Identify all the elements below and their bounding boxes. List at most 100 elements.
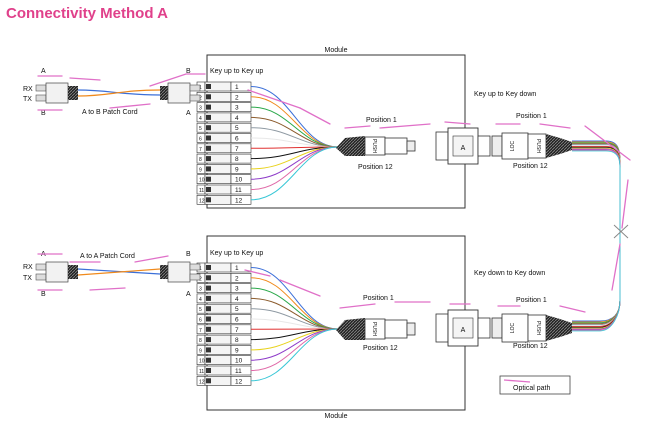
top-right-push-label: PUSH bbox=[535, 139, 541, 153]
top-fiber-fanout bbox=[250, 86, 339, 201]
top-port-latch bbox=[206, 94, 211, 100]
trunk-fiber bbox=[572, 145, 621, 326]
top-port-number: 6 bbox=[235, 136, 239, 143]
bottom-port-number: 9 bbox=[235, 347, 239, 354]
top-port-number: 5 bbox=[235, 125, 239, 132]
top-fiber bbox=[250, 96, 339, 148]
top-port-latch bbox=[206, 156, 211, 162]
bottom-right-push-label: PUSH bbox=[535, 321, 541, 335]
bottom-port-number: 4 bbox=[235, 296, 239, 303]
top-adapter-label: 12 bbox=[199, 198, 205, 204]
legend: Optical path bbox=[499, 375, 571, 395]
top-port-number: 2 bbox=[235, 94, 239, 101]
bottom-port-latch bbox=[206, 316, 211, 322]
legend-optical-path-swatch bbox=[503, 379, 531, 383]
bottom-adapter-label: 5 bbox=[199, 307, 202, 313]
bottom-right-position-1: Position 1 bbox=[516, 297, 547, 304]
top-port-latch bbox=[206, 187, 211, 192]
top-fiber bbox=[250, 86, 339, 148]
bottom-fiber bbox=[250, 328, 339, 382]
trunk-fiber bbox=[572, 143, 621, 325]
bottom-rx-label: RX bbox=[23, 264, 33, 271]
bottom-port-number: 7 bbox=[235, 327, 239, 334]
bottom-adapter-label: 7 bbox=[199, 328, 202, 334]
bottom-left-position-12: Position 12 bbox=[363, 345, 398, 352]
bottom-fiber-fanout bbox=[250, 267, 339, 382]
bottom-port-box bbox=[230, 345, 252, 355]
bottom-left-b-label: B bbox=[41, 291, 46, 298]
trunk-fiber bbox=[572, 148, 621, 330]
top-module-label: Module bbox=[325, 47, 348, 54]
top-port-latch bbox=[206, 125, 211, 131]
bottom-port-box bbox=[230, 314, 252, 324]
top-port-latch bbox=[206, 166, 211, 172]
trunk-fiber bbox=[572, 146, 621, 328]
bottom-adapter-label: 2 bbox=[199, 276, 202, 282]
bottom-push-label: PUSH bbox=[371, 322, 377, 336]
a-to-a-patch-cord: RX TX A B B A A to A Patch Cord bbox=[23, 251, 201, 298]
top-port-latch bbox=[206, 145, 211, 151]
top-port-number: 3 bbox=[235, 105, 239, 112]
top-port-box bbox=[230, 102, 252, 112]
top-port-latch bbox=[206, 114, 211, 120]
top-fiber bbox=[250, 106, 339, 148]
optical-path-traces bbox=[37, 73, 631, 313]
top-adapter-label: 4 bbox=[199, 116, 202, 122]
top-port-latch bbox=[206, 84, 211, 89]
key-up-to-key-down-label: Key up to Key down bbox=[474, 91, 536, 98]
top-adapter-label: 1 bbox=[199, 85, 202, 91]
bottom-port-box bbox=[230, 334, 252, 345]
top-adapter-label: 2 bbox=[199, 95, 202, 101]
trunk-fiber bbox=[572, 149, 621, 331]
top-port-latch bbox=[206, 197, 211, 203]
top-right-b-label: B bbox=[186, 68, 191, 75]
bottom-port-latch bbox=[206, 285, 211, 291]
bottom-port-box bbox=[230, 272, 252, 283]
top-push-label: PUSH bbox=[371, 139, 377, 153]
top-right-position-1: Position 1 bbox=[516, 113, 547, 120]
bottom-adapter-label: 1 bbox=[199, 266, 202, 272]
top-port-box bbox=[230, 92, 252, 102]
top-port-number: 12 bbox=[235, 197, 243, 204]
bottom-port-latch bbox=[206, 306, 211, 312]
bottom-mpo-adapter: A bbox=[435, 309, 491, 347]
top-port-number: 7 bbox=[235, 146, 239, 153]
top-right-position-12: Position 12 bbox=[513, 163, 548, 170]
bottom-right-position-12: Position 12 bbox=[513, 343, 548, 350]
trunk-fiber bbox=[572, 140, 621, 322]
bottom-adapter-label: 10 bbox=[199, 359, 205, 365]
top-left-position-12: Position 12 bbox=[358, 164, 393, 171]
bottom-adapter-label: 6 bbox=[199, 318, 202, 324]
bottom-port-box bbox=[230, 324, 252, 335]
bottom-adapter-label: 11 bbox=[199, 369, 204, 375]
bottom-port-latch bbox=[206, 265, 211, 270]
top-left-b-label: B bbox=[41, 110, 46, 117]
top-adapter-label: 11 bbox=[199, 188, 204, 194]
bottom-port-latch bbox=[206, 368, 211, 373]
bottom-fiber bbox=[250, 277, 339, 330]
bottom-adapter-label: 9 bbox=[199, 348, 202, 354]
bottom-fiber bbox=[250, 328, 339, 371]
legend-optical-path-label: Optical path bbox=[513, 385, 550, 392]
bottom-trunk-connector: LOC PUSH bbox=[491, 313, 572, 343]
top-fiber bbox=[250, 146, 339, 201]
top-adapter-label: 9 bbox=[199, 167, 202, 173]
key-down-to-key-down-label: Key down to Key down bbox=[474, 270, 545, 277]
top-left-a-label: A bbox=[41, 68, 46, 75]
bottom-fiber bbox=[250, 287, 339, 330]
top-adapter-label: 10 bbox=[199, 178, 205, 184]
bottom-port-number: 2 bbox=[235, 275, 239, 282]
top-left-position-1: Position 1 bbox=[366, 117, 397, 124]
bottom-right-b-label: B bbox=[186, 251, 191, 258]
trunk-fiber bbox=[572, 147, 621, 329]
top-key-up-to-key-up: Key up to Key up bbox=[210, 68, 263, 75]
bottom-key-up-to-key-up: Key up to Key up bbox=[210, 250, 263, 257]
top-adapter-label: 6 bbox=[199, 137, 202, 143]
trunk-fiber bbox=[572, 142, 621, 324]
bottom-port-latch bbox=[206, 295, 211, 301]
trunk-fiber bbox=[572, 144, 621, 326]
top-rx-label: RX bbox=[23, 86, 33, 93]
top-port-box bbox=[230, 133, 252, 143]
